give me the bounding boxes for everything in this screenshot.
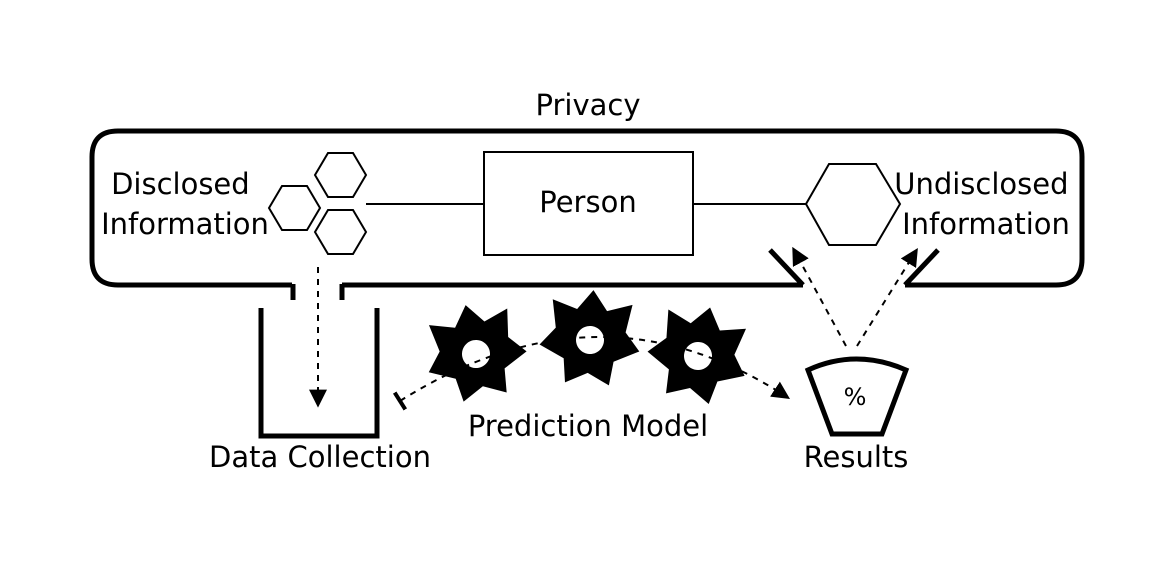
gear-icon <box>416 294 535 408</box>
results-container-icon <box>804 356 910 437</box>
undisclosed-information-label: Undisclosed Information <box>894 167 1078 241</box>
privacy-boundary <box>89 128 1085 288</box>
results-to-undisclosed-arrow-right <box>856 247 918 347</box>
disclosed-information-label: Disclosed Information <box>101 167 269 241</box>
prediction-model-label: Prediction Model <box>468 409 708 443</box>
disclosed-info-hexagon-icon <box>313 209 368 255</box>
results-label: Results <box>804 440 909 474</box>
data-collection-bucket <box>258 308 380 439</box>
results-to-undisclosed-arrow-left <box>792 246 847 347</box>
gear-icon <box>537 286 644 388</box>
data-collection-label: Data Collection <box>209 440 431 474</box>
results-return-flap-left <box>768 248 805 287</box>
results-return-flap-right <box>903 248 940 287</box>
person-label: Person <box>539 185 636 219</box>
prediction-flow-arrow <box>392 336 791 411</box>
results-percent-sign: % <box>844 383 867 411</box>
disclosed-info-hexagon-icon <box>313 152 368 198</box>
disclosed-info-hexagon-icon <box>267 185 322 231</box>
privacy-label: Privacy <box>536 88 641 122</box>
undisclosed-info-hexagon-icon <box>804 163 902 246</box>
